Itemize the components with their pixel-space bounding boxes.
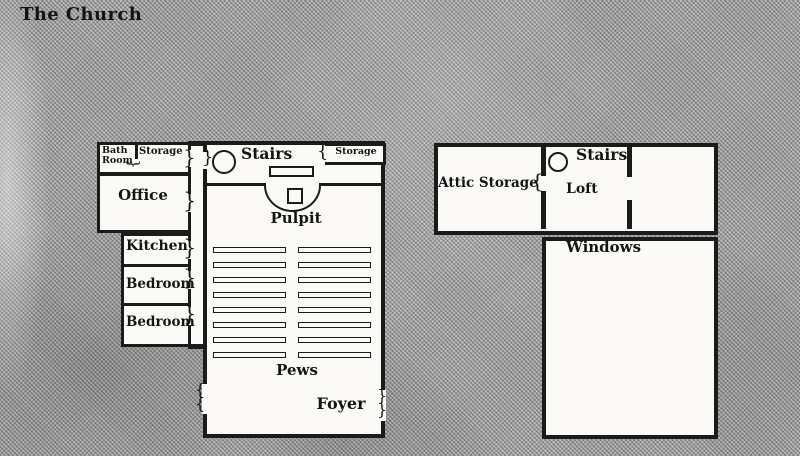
pew-bench <box>298 292 371 298</box>
room-label-bath-room: Bath Room <box>102 146 133 166</box>
loft-east-wall-upper <box>627 147 632 177</box>
room-label-pulpit: Pulpit <box>270 209 322 227</box>
door-swing-icon: } <box>183 236 197 260</box>
bedroom-bedroom-divider-wall <box>124 302 188 306</box>
door-gap-foyer-right <box>379 390 386 421</box>
room-label-attic-storage: Attic Storage <box>438 175 538 191</box>
windows-balcony-room <box>542 237 718 439</box>
door-gap-chancel-storage <box>325 146 332 162</box>
attic-loft-wall-upper <box>541 147 546 176</box>
bathroom-office-divider-wall <box>100 172 188 176</box>
door-swing-icon: } <box>202 147 214 168</box>
pew-bench <box>298 352 371 358</box>
room-label-stairs-loft: Stairs <box>576 145 628 164</box>
room-label-bedroom-2: Bedroom <box>126 314 195 330</box>
room-label-stairs-main: Stairs <box>241 144 293 163</box>
pew-bench <box>213 277 286 283</box>
chancel-rail-right <box>321 183 381 186</box>
pew-bench <box>213 262 286 268</box>
page-title: The Church <box>20 4 143 25</box>
chancel-rail-left <box>207 183 264 186</box>
door-gap-hall-entry <box>202 152 209 169</box>
pew-bench <box>213 352 286 358</box>
door-swing-icon: } <box>183 302 197 326</box>
door-gap-office <box>186 194 193 212</box>
double-door-swing-icon: } <box>377 400 388 419</box>
bathroom-storage-divider-wall <box>135 145 138 159</box>
room-label-bedroom-1: Bedroom <box>126 276 195 292</box>
door-gap-kitchen <box>186 241 193 259</box>
wing-kitchen-bedrooms <box>121 233 191 347</box>
double-door-swing-icon: } <box>377 386 388 405</box>
double-door-swing-icon: { <box>195 394 206 413</box>
pulpit-square-icon <box>287 188 303 204</box>
pew-bench <box>213 337 286 343</box>
door-gap-storage-wing <box>186 150 193 167</box>
loft-east-wall-lower <box>627 200 632 229</box>
pew-bench <box>213 307 286 313</box>
room-label-pews: Pews <box>276 361 318 379</box>
upper-floor-top-row <box>434 143 718 235</box>
room-label-windows: Windows <box>566 238 642 256</box>
pew-bench <box>213 247 286 253</box>
pew-bench <box>298 307 371 313</box>
corridor-bottom-wall <box>188 344 203 349</box>
room-label-storage-wing: Storage <box>139 146 183 157</box>
altar-step <box>269 166 314 177</box>
room-label-foyer: Foyer <box>316 394 366 413</box>
pew-bench <box>298 247 371 253</box>
kitchen-bedroom-divider-wall <box>124 263 188 267</box>
wing-bathroom-office <box>97 142 191 233</box>
spiral-stairs-icon <box>548 152 568 172</box>
pew-bench <box>213 322 286 328</box>
corridor-top-wall <box>188 141 203 146</box>
bath-room-line2: Room <box>102 154 133 166</box>
pew-bench <box>298 262 371 268</box>
attic-loft-wall-lower <box>541 191 546 229</box>
pew-bench <box>213 292 286 298</box>
spiral-stairs-icon <box>212 150 236 174</box>
door-swing-icon: } <box>183 189 197 213</box>
door-gap-bedroom-1 <box>186 271 193 289</box>
room-label-kitchen: Kitchen <box>126 238 188 254</box>
pew-bench <box>298 322 371 328</box>
bath-room-line1: Bath <box>102 145 128 156</box>
room-label-storage-chancel: Storage <box>335 146 377 157</box>
room-label-office: Office <box>118 186 168 204</box>
corridor-floor <box>191 145 203 345</box>
door-gap-bedroom-2 <box>186 307 193 325</box>
double-door-swing-icon: { <box>195 380 206 399</box>
door-swing-icon: } <box>183 266 197 290</box>
room-label-loft: Loft <box>566 181 598 197</box>
door-swing-icon: { <box>317 141 329 162</box>
door-gap-foyer-left <box>202 384 209 414</box>
pew-bench <box>298 277 371 283</box>
pew-bench <box>298 337 371 343</box>
door-swing-icon: } <box>183 145 196 169</box>
door-swing-icon: { <box>531 169 544 193</box>
